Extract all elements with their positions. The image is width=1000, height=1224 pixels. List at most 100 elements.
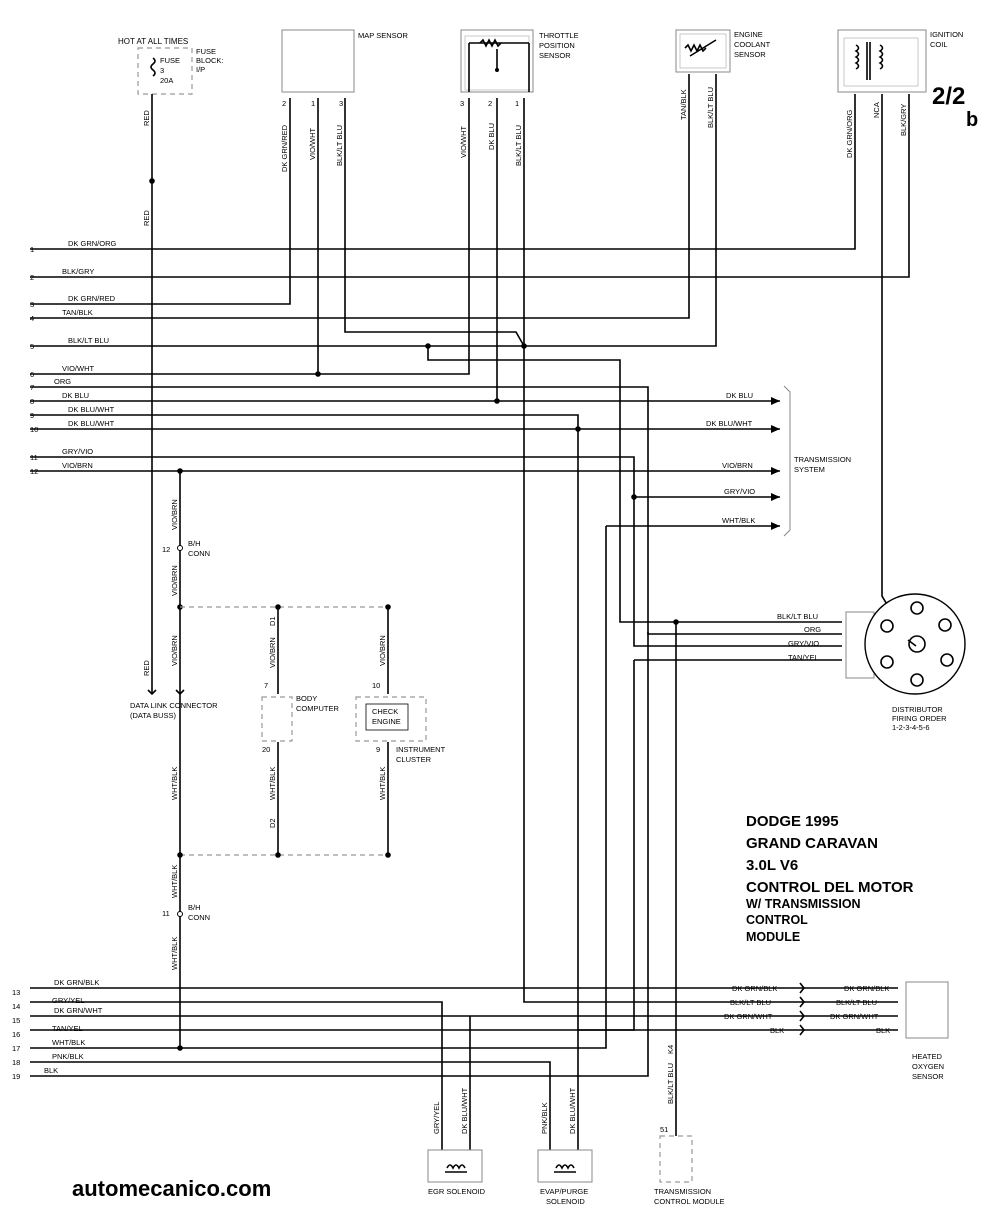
firing-order-label: FIRING ORDER: [892, 714, 947, 723]
title-line-7: MODULE: [746, 930, 800, 944]
tcm-label-2: CONTROL MODULE: [654, 1197, 725, 1206]
bh-conn-label-2: CONN: [188, 549, 210, 558]
engine-coolant-sensor: ENGINE COOLANT SENSOR: [675, 29, 771, 73]
wire-label-dkbluwht: DK BLU/WHT: [568, 1087, 577, 1134]
dist-wire-label: BLK/LT BLU: [777, 612, 818, 621]
wire-label-gryyel: GRY/YEL: [432, 1102, 441, 1134]
fuse-block-label-1: FUSE: [196, 47, 216, 56]
o2-right-label: DK GRN/BLK: [844, 984, 889, 993]
instrument-label-2: CLUSTER: [396, 755, 432, 764]
dlc-label-1: DATA LINK CONNECTOR: [130, 701, 218, 710]
o2-left-label: DK GRN/BLK: [732, 984, 777, 993]
row-label: BLK/GRY: [62, 267, 94, 276]
solenoid-coil-icon: [554, 1164, 576, 1173]
wire-label-red-2: RED: [142, 210, 151, 226]
row-label: BLK: [44, 1066, 58, 1075]
page-id-sub: b: [966, 109, 978, 131]
row-label: TAN/YEL: [52, 1024, 83, 1033]
oxygen-label-3: SENSOR: [912, 1072, 944, 1081]
row-number: 16: [12, 1030, 20, 1039]
pin-d2: D2: [268, 818, 277, 828]
title-block: DODGE 1995 GRAND CARAVAN 3.0L V6 CONTROL…: [746, 813, 914, 944]
thermistor-icon: [684, 39, 717, 57]
row-label: PNK/BLK: [52, 1052, 84, 1061]
wire-label-whtblk: WHT/BLK: [170, 865, 179, 898]
row-label: BLK/LT BLU: [68, 336, 109, 345]
vertical-wires: [30, 74, 910, 1003]
row-label: DK GRN/RED: [68, 294, 116, 303]
row-label: VIO/BRN: [62, 461, 93, 470]
row-number: 6: [30, 370, 34, 379]
body-computer: [261, 696, 293, 742]
hot-at-all-times-label: HOT AT ALL TIMES: [118, 37, 188, 46]
trans-arrow-label: VIO/BRN: [722, 461, 753, 470]
row-label: GRY/VIO: [62, 447, 93, 456]
trans-arrow-label: GRY/VIO: [724, 487, 755, 496]
row-number: 8: [30, 397, 34, 406]
row-number: 4: [30, 314, 34, 323]
website-logo[interactable]: automecanico.com: [72, 1176, 271, 1201]
row-number: 15: [12, 1016, 20, 1025]
wire-label-ect-blkltblu: BLK/LT BLU: [706, 87, 715, 128]
fuse-icon: [150, 57, 156, 77]
wire-label-ect-tanblk: TAN/BLK: [679, 89, 688, 120]
wire-label-map-viowht: VIO/WHT: [308, 128, 317, 160]
bh-pin-lower: 11: [162, 909, 170, 918]
wire-label-tps-viowht: VIO/WHT: [459, 126, 468, 158]
wire-label-tps-dkblu: DK BLU: [487, 123, 496, 150]
oxygen-sensor: [905, 981, 949, 1039]
dlc-label-2: (DATA BUSS): [130, 711, 176, 720]
o2-right-label: DK GRN/WHT: [830, 1012, 879, 1021]
map-pin-1: 1: [311, 99, 315, 108]
row-numbers: 1 DK GRN/ORG 2 BLK/GRY 3 DK GRN/RED 4 TA…: [30, 239, 117, 476]
row-label: GRY/YEL: [52, 996, 84, 1005]
wire-label-pnkblk: PNK/BLK: [540, 1102, 549, 1134]
tps-pin-3: 3: [460, 99, 464, 108]
o2-right-label: BLK: [876, 1026, 890, 1035]
coil-winding-icon: [854, 44, 884, 70]
solenoid-coil-icon: [445, 1164, 467, 1173]
fuse-block-label-3: I/P: [196, 65, 205, 74]
check-engine-label-1: CHECK: [372, 707, 398, 716]
o2-left-label: DK GRN/WHT: [724, 1012, 773, 1021]
coil-label-1: IGNITION: [930, 30, 963, 39]
title-line-3: 3.0L V6: [746, 857, 798, 874]
row-number: 11: [30, 453, 38, 462]
wire-label-tps-blkltblu: BLK/LT BLU: [514, 125, 523, 166]
trans-arrow-label: WHT/BLK: [722, 516, 755, 525]
wire-label-whtblk: WHT/BLK: [378, 767, 387, 800]
ect-label-1: ENGINE: [734, 30, 763, 39]
instrument-cluster: [355, 696, 427, 742]
distributor-label: DISTRIBUTOR: [892, 705, 943, 714]
title-line-6: CONTROL: [746, 913, 808, 927]
row-number: 17: [12, 1044, 20, 1053]
bh-conn-label-1: B/H: [188, 539, 201, 548]
ic-pin-bottom: 9: [376, 745, 380, 754]
title-line-4: CONTROL DEL MOTOR: [746, 879, 914, 896]
row-label: DK GRN/ORG: [68, 239, 117, 248]
wire-label-coil-dkgrnorg: DK GRN/ORG: [845, 109, 854, 158]
row-label: DK GRN/WHT: [54, 1006, 103, 1015]
check-engine-label-2: ENGINE: [372, 717, 401, 726]
page-id: 2/2: [932, 83, 965, 110]
body-computer-label-1: BODY: [296, 694, 317, 703]
vertical-wire-labels: RED RED RED DK GRN/RED VIO/WHT BLK/LT BL…: [142, 87, 908, 676]
ect-label-2: COOLANT: [734, 40, 771, 49]
row-label: ORG: [54, 377, 71, 386]
fuse-block-label-2: BLOCK:: [196, 56, 224, 65]
evap-label-2: SOLENOID: [546, 1197, 585, 1206]
wire-label-whtblk: WHT/BLK: [170, 767, 179, 800]
fuse-label: FUSE: [160, 56, 180, 65]
wire-label-map-blkltblu: BLK/LT BLU: [335, 125, 344, 166]
transmission-control-module: 51 BLK/LT BLU K4 TRANSMISSION CONTROL MO…: [654, 1045, 725, 1206]
dist-wire-label: GRY/VIO: [788, 639, 819, 648]
row-number: 13: [12, 988, 20, 997]
tps-pin-2: 2: [488, 99, 492, 108]
title-line-2: GRAND CARAVAN: [746, 835, 878, 852]
ic-pin-top: 10: [372, 681, 380, 690]
tcm-pin: 51: [660, 1125, 668, 1134]
instrument-label-1: INSTRUMENT: [396, 745, 446, 754]
row-number: 2: [30, 273, 34, 282]
pin-k4: K4: [666, 1045, 675, 1054]
